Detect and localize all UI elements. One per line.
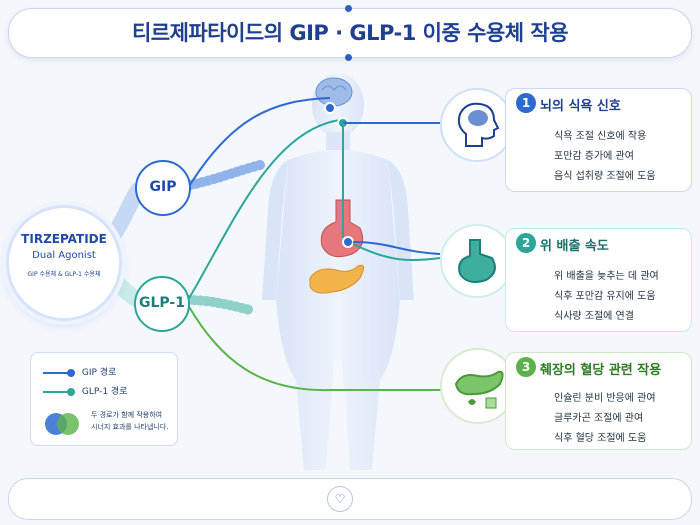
card-2-line-3: 식사량 조절에 연결 xyxy=(554,311,634,322)
card-1-line-3: 음식 섭취량 조절에 도움 xyxy=(554,171,656,182)
legend-note-line2: 시너지 효과를 나타냅니다. xyxy=(91,423,169,431)
card-1-number: 1 xyxy=(516,93,536,113)
card-1-line-1: 식욕 조절 신호에 작용 xyxy=(554,131,647,142)
pancreas-icon-circle xyxy=(440,348,516,424)
stomach-mini-icon xyxy=(458,239,496,283)
drug-description: GIP 수용체 & GLP-1 수용체 xyxy=(27,271,101,278)
card-2-line-2: 식후 포만감 유지에 도움 xyxy=(554,291,656,302)
legend-note: 두 경로가 함께 작용하여 시너지 효과를 나타냅니다. xyxy=(91,409,169,433)
brain-node xyxy=(324,102,336,114)
glp1-bubble: GLP-1 xyxy=(134,276,190,332)
title-dot xyxy=(345,54,352,61)
drug-badge: TIRZEPATIDE Dual Agonist GIP 수용체 & GLP-1… xyxy=(6,205,122,321)
pancreas-mini-icon xyxy=(454,370,504,409)
title-banner: 티르제파타이드의 GIP · GLP-1 이중 수용체 작용 xyxy=(8,5,692,61)
card-3-line-2: 글루카곤 조절에 관여 xyxy=(554,413,644,424)
card-3-number: 3 xyxy=(516,357,536,377)
footer-bar: ♡ xyxy=(8,478,692,520)
brain-head-icon xyxy=(457,102,500,147)
card-brain: 1 뇌의 식욕 신호 식욕 조절 신호에 작용 포만감 증가에 관여 음식 섭취… xyxy=(505,88,692,192)
card-1-title: 뇌의 식욕 신호 xyxy=(540,99,621,114)
drug-name: TIRZEPATIDE xyxy=(21,232,107,246)
legend-glp1-label: GLP-1 경로 xyxy=(81,387,128,397)
stomach-icon-circle xyxy=(440,224,514,298)
brain-icon xyxy=(315,77,353,107)
legend-gip: GIP 경로 xyxy=(43,365,116,378)
card-2-number: 2 xyxy=(516,233,536,253)
glp1-path-lower xyxy=(187,304,505,392)
legend-glp1: GLP-1 경로 xyxy=(43,384,128,397)
card-3-line-3: 식후 혈당 조절에 도움 xyxy=(554,433,647,444)
stomach-node xyxy=(342,236,354,248)
brain-icon-circle xyxy=(440,88,514,162)
legend-note-line1: 두 경로가 함께 작용하여 xyxy=(91,411,163,419)
connector-card2 xyxy=(352,241,441,255)
drug-subtitle: Dual Agonist xyxy=(32,250,96,261)
gip-dots xyxy=(185,160,265,190)
card-2-title: 위 배출 속도 xyxy=(540,239,609,254)
legend: GIP 경로 GLP-1 경로 두 경로가 함께 작용하여 시너지 효과를 나타… xyxy=(30,352,178,446)
gip-bubble: GIP xyxy=(135,160,191,216)
card-3-line-1: 인슐린 분비 반응에 관여 xyxy=(554,393,656,404)
gip-path xyxy=(187,97,331,189)
glp1-dots xyxy=(183,295,255,315)
venn-icon xyxy=(45,413,79,435)
card-stomach: 2 위 배출 속도 위 배출을 늦추는 데 관여 식후 포만감 유지에 도움 식… xyxy=(505,228,692,332)
legend-glp1-line xyxy=(43,387,75,396)
page-title: 티르제파타이드의 GIP · GLP-1 이중 수용체 작용 xyxy=(131,21,569,45)
legend-gip-label: GIP 경로 xyxy=(81,368,117,378)
card-3-title: 췌장의 혈당 관련 작용 xyxy=(540,363,662,378)
card-2-line-1: 위 배출을 늦추는 데 관여 xyxy=(554,271,659,282)
connector-card2b xyxy=(352,243,441,262)
card-pancreas: 3 췌장의 혈당 관련 작용 인슐린 분비 반응에 관여 글루카곤 조절에 관여… xyxy=(505,352,692,450)
legend-gip-line xyxy=(43,368,75,377)
card-1-line-2: 포만감 증가에 관여 xyxy=(554,151,634,162)
title-dot xyxy=(345,5,352,12)
pancreas-icon xyxy=(309,264,364,294)
heart-icon: ♡ xyxy=(327,486,353,512)
glp1-path xyxy=(187,119,341,301)
